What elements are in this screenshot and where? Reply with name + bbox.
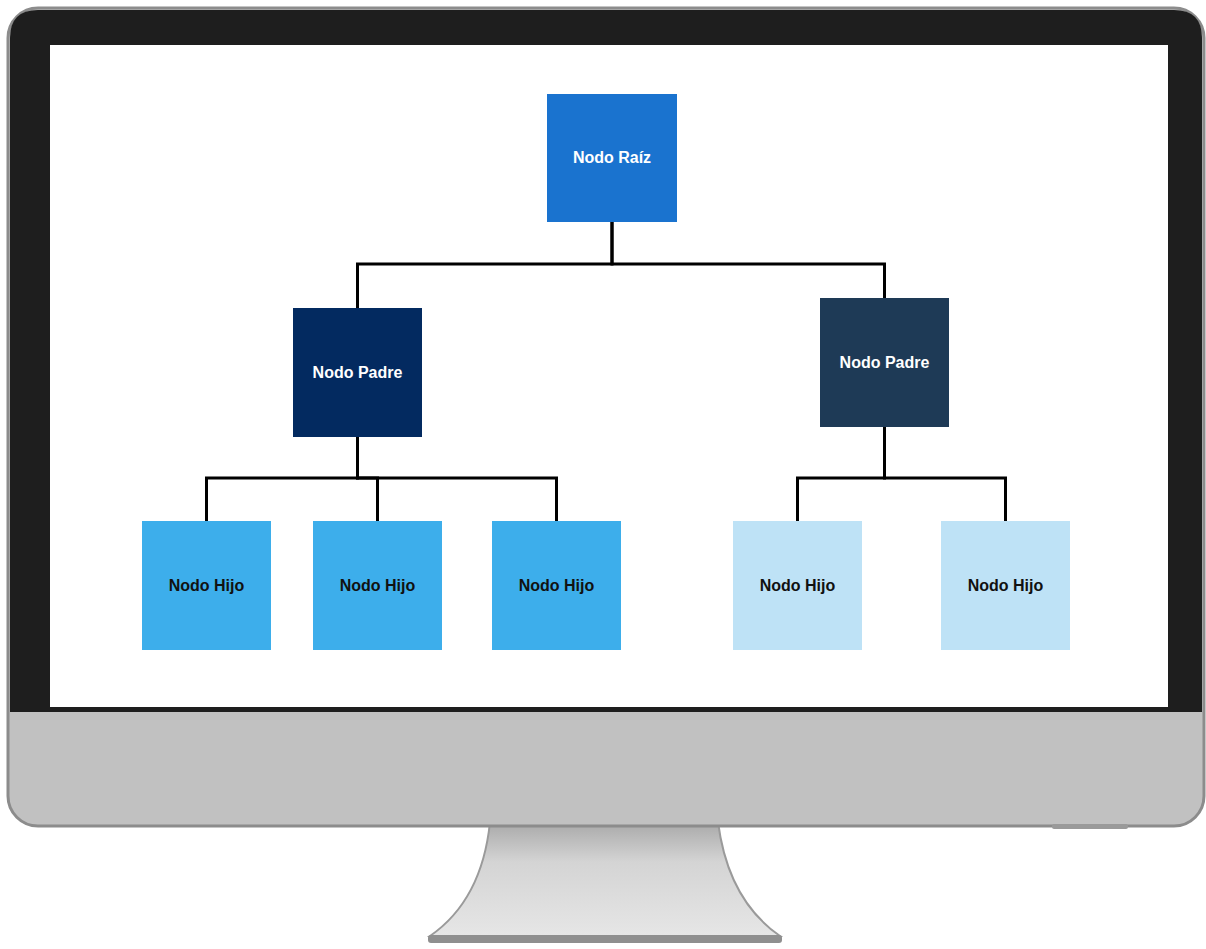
node-label: Nodo Hijo: [760, 576, 836, 595]
node-label: Nodo Hijo: [340, 576, 416, 595]
node-label: Nodo Hijo: [169, 576, 245, 595]
child-box: Nodo Hijo: [313, 521, 442, 650]
monitor-button: [1052, 824, 1128, 829]
parent-box: Nodo Padre: [293, 308, 422, 437]
node-label: Nodo Padre: [313, 363, 403, 382]
tree-connector: [358, 222, 613, 308]
parent-box: Nodo Padre: [820, 298, 949, 427]
tree-connector: [207, 437, 358, 521]
node-label: Nodo Hijo: [519, 576, 595, 595]
monitor-bezel: [10, 10, 1202, 712]
tree-connector: [612, 222, 885, 298]
tree-connector: [798, 427, 885, 521]
monitor-body: [8, 8, 1204, 826]
tree-connector: [358, 437, 378, 521]
child-box: Nodo Hijo: [142, 521, 271, 650]
child-box: Nodo Hijo: [733, 521, 862, 650]
root-box: Nodo Raíz: [547, 94, 677, 222]
node-label: Nodo Padre: [840, 353, 930, 372]
monitor-base: [428, 935, 782, 943]
tree-connector: [358, 437, 557, 521]
node-label: Nodo Raíz: [573, 148, 651, 167]
monitor-stand: [430, 822, 780, 936]
monitor-screen: [50, 45, 1168, 707]
node-label: Nodo Hijo: [968, 576, 1044, 595]
tree-connector: [885, 427, 1006, 521]
child-box: Nodo Hijo: [941, 521, 1070, 650]
child-box: Nodo Hijo: [492, 521, 621, 650]
